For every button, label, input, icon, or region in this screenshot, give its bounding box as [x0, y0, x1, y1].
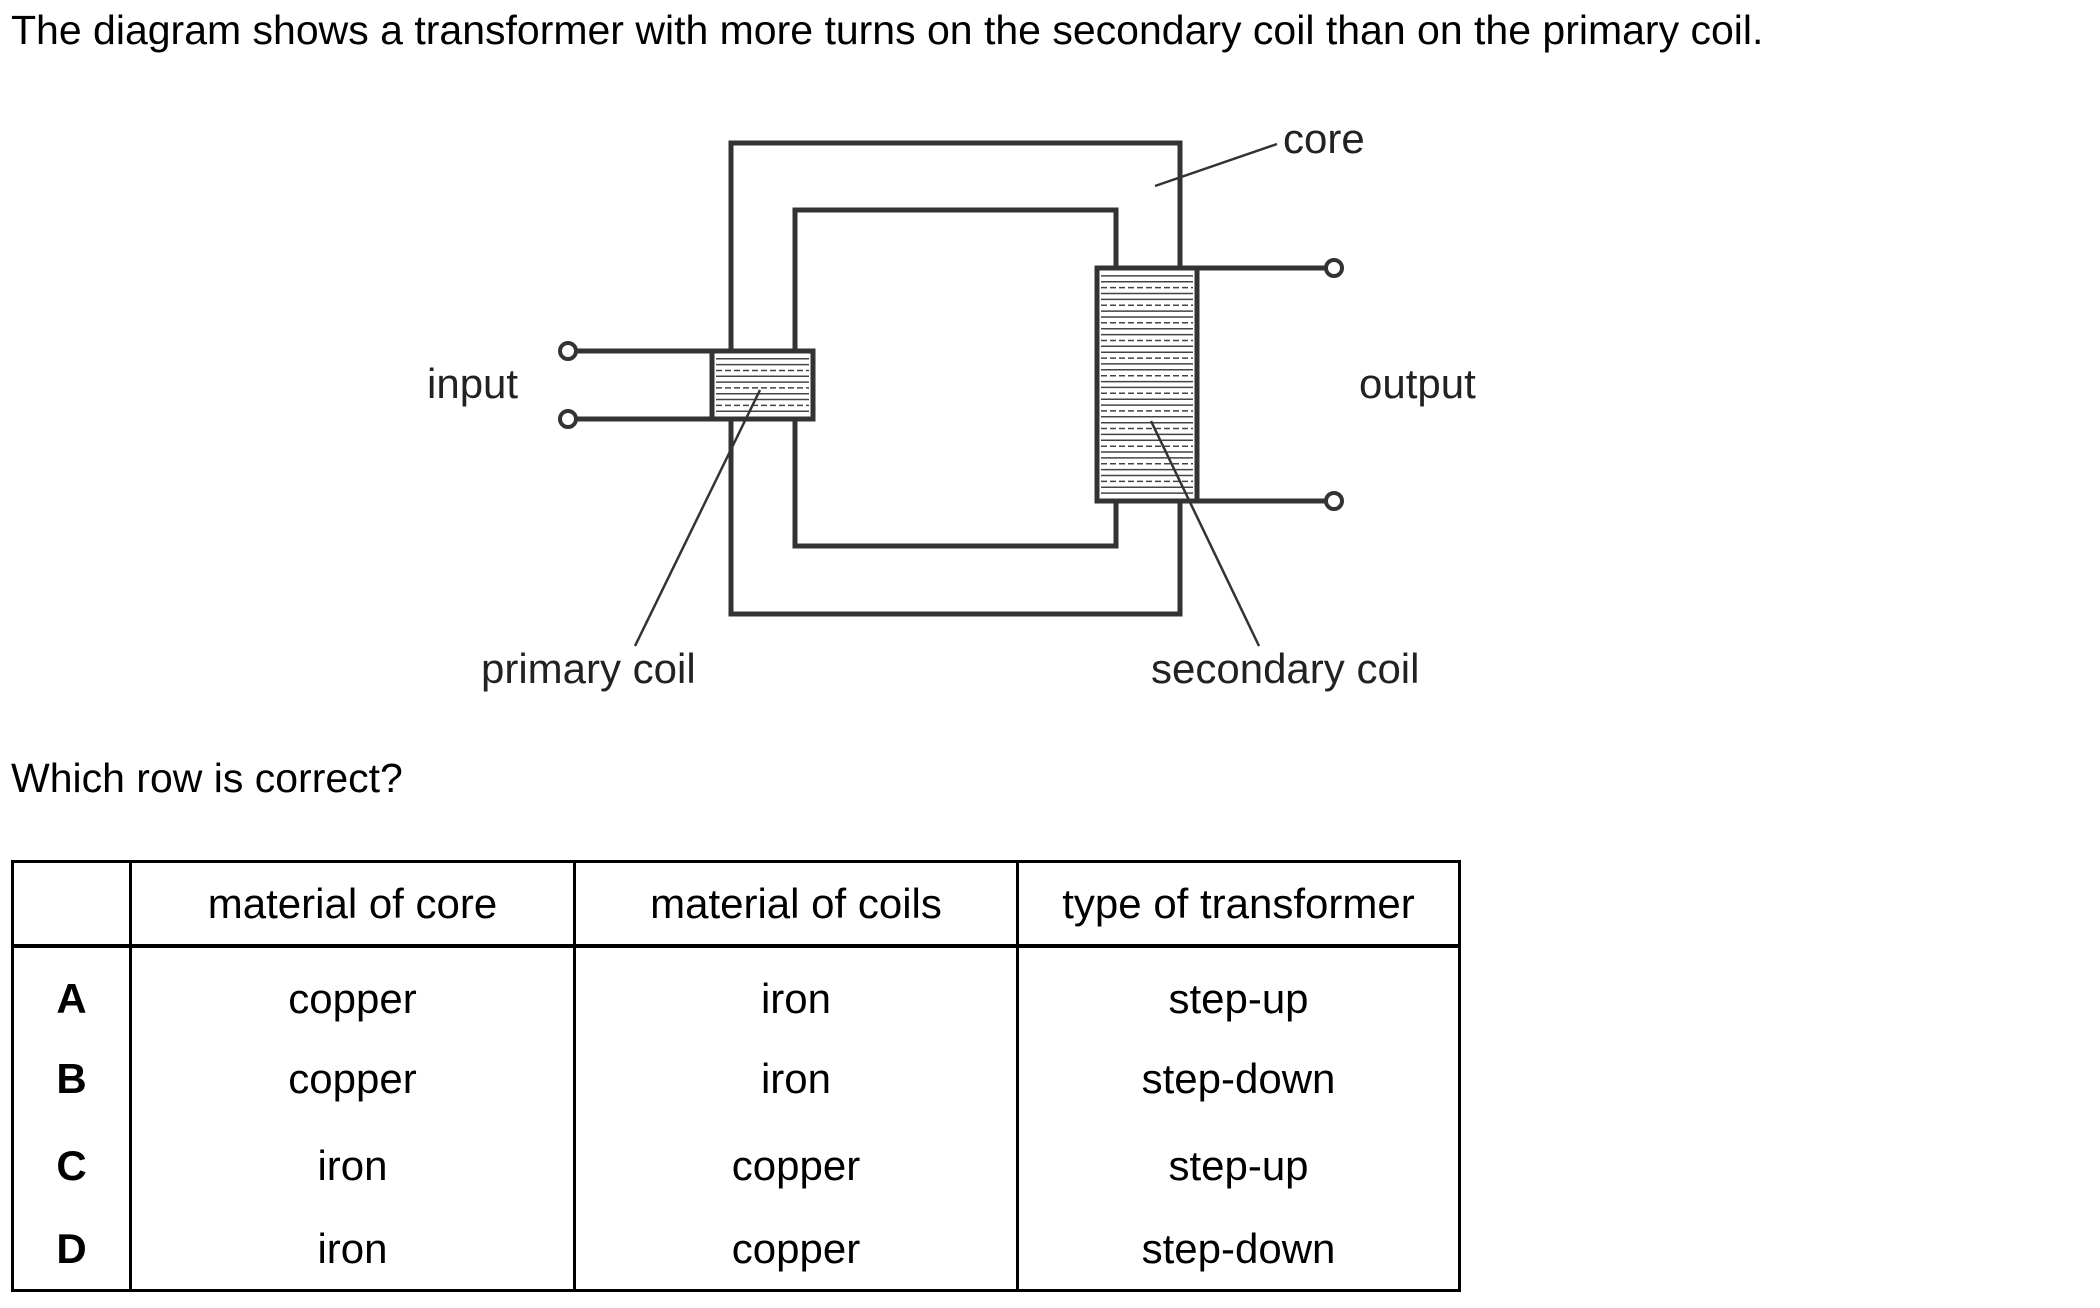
coil-material: iron: [573, 946, 1019, 1035]
input-label: input: [427, 360, 518, 407]
header-material-of-core: material of core: [129, 860, 576, 948]
core-leader-line: [1154, 142, 1278, 188]
input-terminal-top: [558, 341, 578, 361]
output-label: output: [1359, 360, 1476, 407]
core-inner-outline: [792, 207, 1119, 549]
coil-material: copper: [573, 1209, 1019, 1292]
core-material: copper: [129, 946, 576, 1035]
transformer-type: step-down: [1016, 1035, 1461, 1122]
coil-material: copper: [573, 1122, 1019, 1209]
table-row[interactable]: C iron copper step-up: [11, 1122, 1461, 1209]
core-label: core: [1283, 115, 1365, 162]
primary-coil: [709, 348, 816, 422]
table-row[interactable]: A copper iron step-up: [11, 946, 1461, 1035]
answer-table: material of core material of coils type …: [11, 860, 1461, 1292]
transformer-diagram: core input output primary coil secondary…: [427, 115, 1476, 692]
transformer-type: step-up: [1016, 946, 1461, 1035]
core-material: copper: [129, 1035, 576, 1122]
secondary-coil-label: secondary coil: [1151, 645, 1419, 692]
transformer-type: step-down: [1016, 1209, 1461, 1292]
output-terminal-top: [1324, 258, 1344, 278]
secondary-coil: [1094, 265, 1200, 504]
core-material: iron: [129, 1209, 576, 1292]
core-material: iron: [129, 1122, 576, 1209]
primary-coil-label: primary coil: [481, 645, 696, 692]
option-letter: D: [11, 1209, 132, 1292]
option-letter: A: [11, 946, 132, 1035]
primary-coil-leader-line: [633, 389, 762, 647]
secondary-coil-leader-line: [1149, 420, 1261, 647]
header-option: [11, 860, 132, 948]
option-letter: C: [11, 1122, 132, 1209]
table-header-row: material of core material of coils type …: [11, 860, 1461, 948]
table-row[interactable]: D iron copper step-down: [11, 1209, 1461, 1292]
transformer-type: step-up: [1016, 1122, 1461, 1209]
header-material-of-coils: material of coils: [573, 860, 1019, 948]
output-terminal-bottom: [1324, 491, 1344, 511]
option-letter: B: [11, 1035, 132, 1122]
question-prompt: Which row is correct?: [11, 755, 403, 801]
input-terminal-bottom: [558, 409, 578, 429]
question-intro: The diagram shows a transformer with mor…: [11, 7, 1764, 53]
table-row[interactable]: B copper iron step-down: [11, 1035, 1461, 1122]
header-type-of-transformer: type of transformer: [1016, 860, 1461, 948]
coil-material: iron: [573, 1035, 1019, 1122]
